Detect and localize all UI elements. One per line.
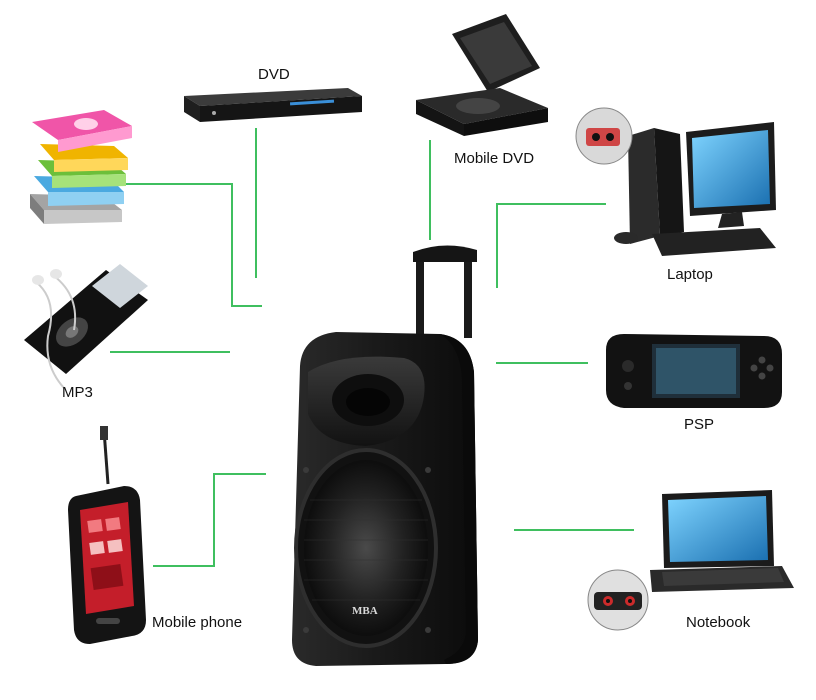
mobile-dvd-icon	[416, 14, 548, 136]
mobile-phone-icon	[68, 426, 146, 644]
connector-lines	[110, 128, 634, 567]
speaker-brand-logo: MBA	[352, 605, 378, 617]
media-stack-icon	[30, 110, 132, 224]
mp3-player-icon	[24, 264, 148, 389]
dvd-player-icon	[184, 88, 362, 122]
label-dvd: DVD	[258, 66, 290, 83]
label-mp3: MP3	[62, 384, 93, 401]
label-mobile-dvd: Mobile DVD	[454, 150, 535, 167]
connector-laptop	[496, 203, 606, 288]
notebook-icon	[587, 490, 794, 631]
label-notebook: Notebook	[686, 614, 751, 631]
speaker: MBA	[292, 245, 478, 666]
connector-phone	[153, 473, 266, 567]
trolley-handle	[413, 245, 477, 338]
label-laptop: Laptop	[667, 266, 713, 283]
label-mobile-phone: Mobile phone	[152, 614, 243, 631]
desktop-computer-icon	[575, 107, 776, 256]
psp-icon	[606, 334, 782, 408]
connector-books	[125, 183, 262, 307]
label-psp: PSP	[684, 416, 715, 433]
woofer-grille	[304, 460, 428, 636]
